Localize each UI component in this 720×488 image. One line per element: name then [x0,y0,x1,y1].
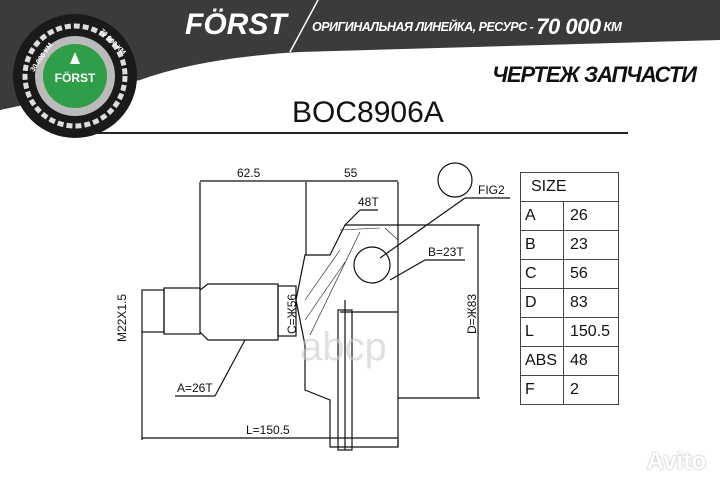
header-band: FÖRST 30 000 КМ 70 000 КМ [0,0,720,138]
tagline: ОРИГИНАЛЬНАЯ ЛИНЕЙКА, РЕСУРС - 70 000 КМ [312,14,622,40]
label-48t: 48T [358,195,379,209]
size-value: 150.5 [563,317,619,347]
avito-watermark: Avito [646,448,706,475]
size-key: D [520,288,564,318]
tagline-unit: КМ [603,19,622,34]
size-value: 83 [563,288,619,318]
size-key: C [520,259,564,289]
abcp-watermark: abcp [300,325,387,369]
part-number: BOC8906A [292,96,444,129]
size-header: SIZE [520,172,619,202]
label-c: C=Ж56 [285,294,299,334]
tagline-value: 70 000 [536,14,601,39]
size-key: B [520,230,564,260]
size-key: F [520,375,564,405]
drawing-title: ЧЕРТЕЖ ЗАПЧАСТИ [492,62,697,87]
tagline-text: ОРИГИНАЛЬНАЯ ЛИНЕЙКА, РЕСУРС - [312,20,537,34]
label-l: L=150.5 [246,423,290,437]
label-m: M22X1.5 [115,294,129,342]
size-key: ABS [520,346,564,376]
label-d: D=Ж83 [465,294,479,334]
dim-55: 55 [344,166,358,180]
brand-name: FÖRST [185,8,287,41]
size-value: 56 [563,259,619,289]
size-value: 48 [563,346,619,376]
size-value: 26 [563,201,619,231]
size-key: A [520,201,564,231]
divider [92,132,628,134]
dim-62-5: 62.5 [237,166,261,180]
forst-logo: FÖRST 30 000 КМ 70 000 КМ [13,14,137,138]
svg-text:FÖRST: FÖRST [55,70,96,85]
label-fig2: FIG2 [478,183,505,197]
size-key: L [520,317,564,347]
size-value: 23 [563,230,619,260]
size-value: 2 [563,375,619,405]
label-a: A=26T [177,381,213,395]
label-b: B=23T [428,245,464,259]
